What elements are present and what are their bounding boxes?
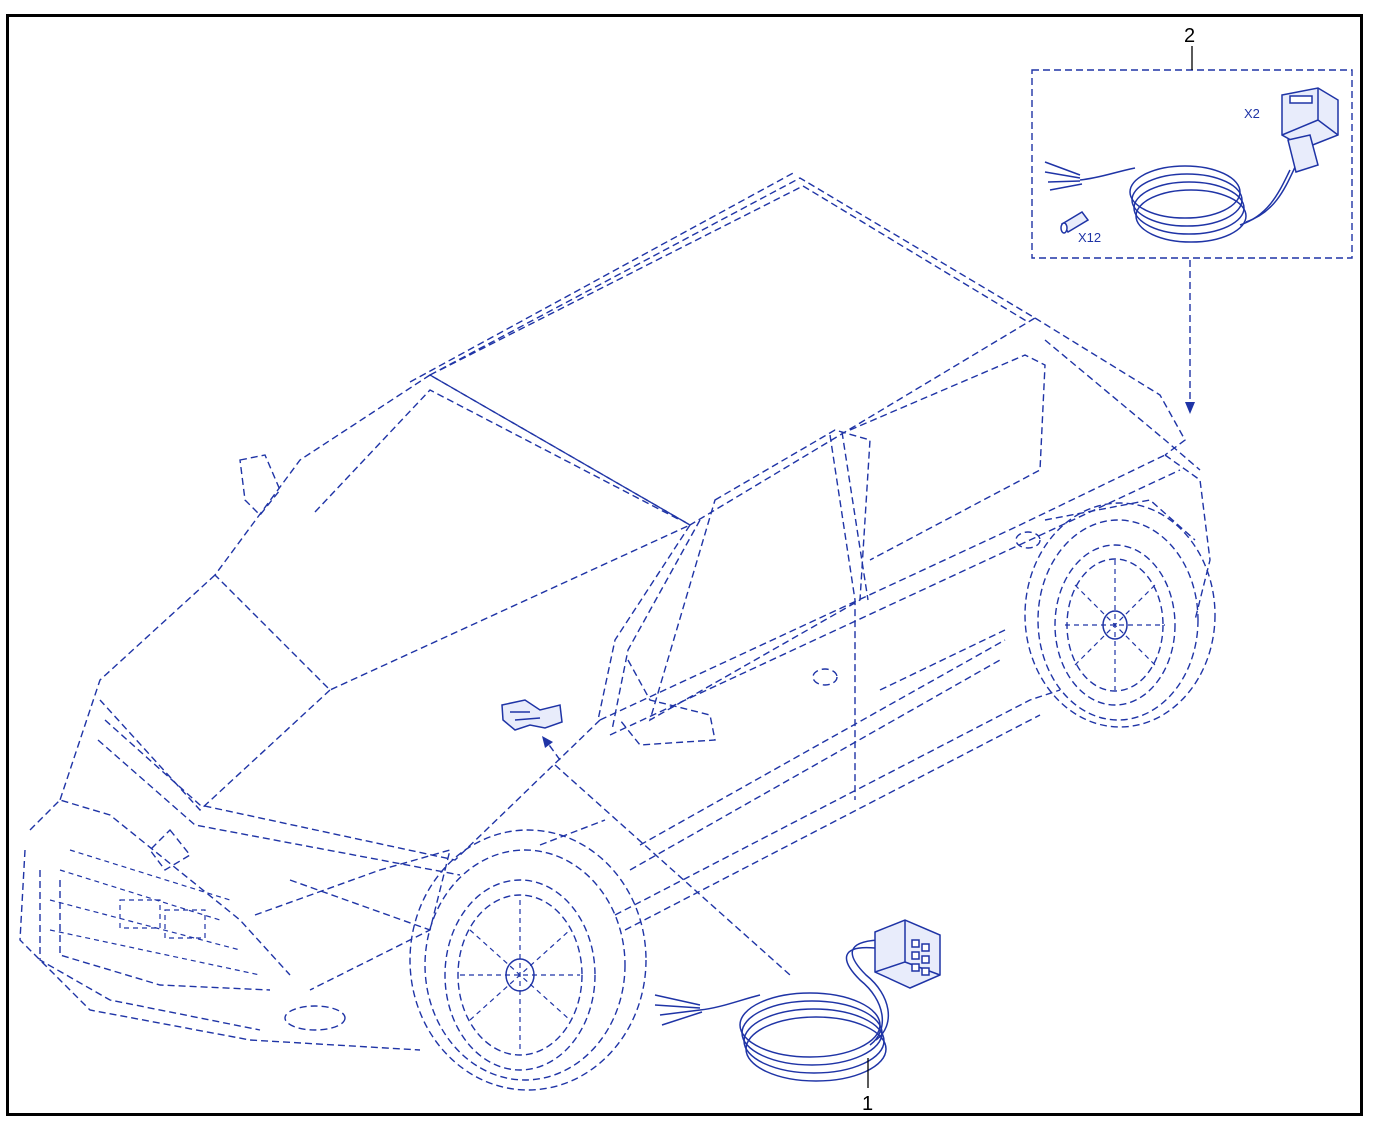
diagram-frame [6,14,1363,1116]
callout-1: 1 [862,1093,873,1115]
connector-x2 [1281,87,1339,173]
detail-box-part-2: 2 X2 X12 [1031,25,1353,414]
callout-2: 2 [1184,25,1195,47]
front-wheel [409,829,647,1091]
connector-pins [911,939,930,976]
label-x2: X2 [1244,106,1260,121]
car-outline [19,171,1211,1051]
fuse-x12 [1060,211,1090,234]
dashboard-module [501,699,791,976]
rear-wheel [1024,502,1216,728]
label-x12: X12 [1078,230,1101,245]
harness-part-1: 1 [654,919,941,1115]
